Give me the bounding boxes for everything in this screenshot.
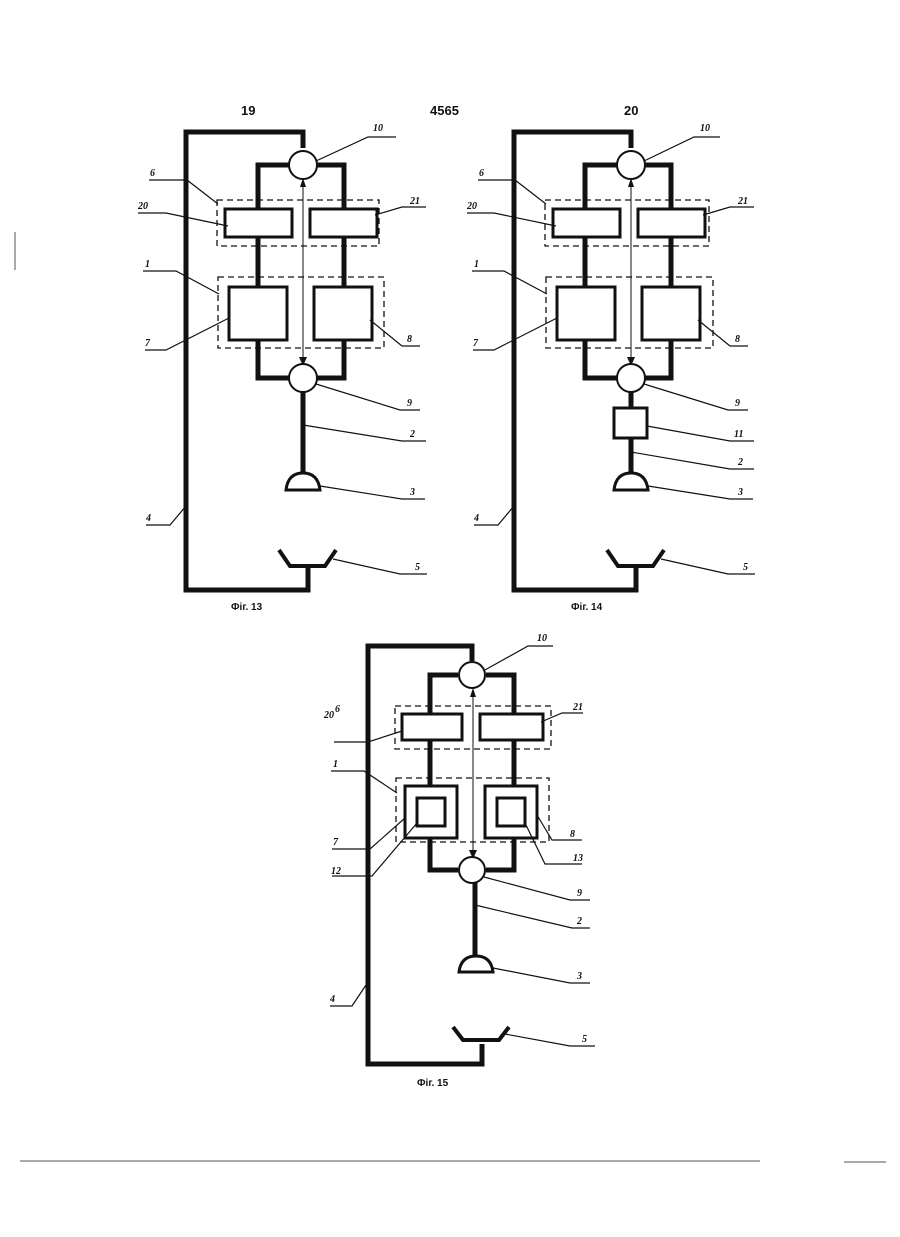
fig14-label-4: 4 (473, 513, 479, 524)
fig14-caption: Фіг. 14 (571, 602, 603, 613)
fig15-label-6: 6 (335, 704, 340, 715)
node-9 (289, 364, 317, 392)
fig15-label-10: 10 (537, 633, 547, 644)
fig15-caption: Фіг. 15 (417, 1078, 449, 1089)
branch-9-right (486, 838, 514, 870)
fig14-label-6: 6 (479, 168, 484, 179)
branch-10-right (317, 165, 344, 209)
fig13-label-1: 1 (145, 259, 150, 270)
fig14-label-20: 20 (466, 201, 477, 212)
block-20 (402, 714, 462, 740)
branch-9-left (585, 340, 617, 378)
fig14-leaders (467, 137, 755, 574)
branch-10-right (486, 675, 514, 714)
node-10 (617, 151, 645, 179)
fig15-label-1: 1 (333, 759, 338, 770)
element-5-mouth (607, 550, 664, 566)
fig14-label-21: 21 (737, 196, 748, 207)
fig14-label-9: 9 (735, 398, 740, 409)
feedback-line-4 (368, 646, 482, 1064)
element-3-dome (614, 473, 648, 490)
fig14-label-8: 8 (735, 334, 740, 345)
fig15-label-9: 9 (577, 888, 582, 899)
node-10 (289, 151, 317, 179)
fig13-label-5: 5 (415, 562, 420, 573)
fig13-label-3: 3 (409, 487, 415, 498)
branch-9-right (645, 340, 671, 378)
fig14-label-10: 10 (700, 123, 710, 134)
fig13-label-21: 21 (409, 196, 420, 207)
node-9 (617, 364, 645, 392)
element-3-dome (459, 956, 493, 972)
feedback-line-4 (514, 132, 636, 590)
figure-15: 10 6 20 21 1 7 12 8 13 9 2 3 4 5 Фіг. 15 (323, 633, 595, 1089)
fig15-label-3: 3 (576, 971, 582, 982)
block-8 (642, 287, 700, 340)
block-21 (310, 209, 377, 237)
fig14-label-11: 11 (734, 429, 743, 440)
fig13-label-2: 2 (409, 429, 415, 440)
fig15-label-13: 13 (573, 853, 583, 864)
block-8 (314, 287, 372, 340)
fig15-label-4: 4 (329, 994, 335, 1005)
figure-14: 10 6 20 21 1 7 8 9 11 2 3 4 5 Фіг. 14 (466, 123, 755, 613)
branch-10-left (585, 165, 617, 209)
element-5-mouth (453, 1027, 509, 1040)
figure-13: 10 6 20 21 1 7 8 9 2 3 4 5 Фіг. 13 (137, 123, 427, 613)
block-11 (614, 408, 647, 438)
fig14-label-1: 1 (474, 259, 479, 270)
block-20 (553, 209, 620, 237)
fig15-label-12: 12 (331, 866, 341, 877)
fig14-label-7: 7 (473, 338, 479, 349)
fig13-label-10: 10 (373, 123, 383, 134)
fig15-label-7: 7 (333, 837, 339, 848)
fig15-label-8: 8 (570, 829, 575, 840)
branch-10-left (430, 675, 458, 714)
fig15-label-2: 2 (576, 916, 582, 927)
block-7 (557, 287, 615, 340)
fig13-label-9: 9 (407, 398, 412, 409)
block-21 (480, 714, 543, 740)
fig15-label-20: 20 (323, 710, 334, 721)
node-9 (459, 857, 485, 883)
fig13-label-20: 20 (137, 201, 148, 212)
fig14-label-3: 3 (737, 487, 743, 498)
feedback-line-4 (186, 132, 308, 590)
fig15-label-5: 5 (582, 1034, 587, 1045)
branch-9-left (430, 838, 458, 870)
fig13-label-7: 7 (145, 338, 151, 349)
element-5-mouth (279, 550, 336, 566)
branch-10-right (645, 165, 671, 209)
block-12 (417, 798, 445, 826)
fig14-label-5: 5 (743, 562, 748, 573)
branch-9-left (258, 340, 289, 378)
fig13-label-6: 6 (150, 168, 155, 179)
block-7 (229, 287, 287, 340)
fig13-label-4: 4 (145, 513, 151, 524)
block-20 (225, 209, 292, 237)
block-21 (638, 209, 705, 237)
branch-9-right (317, 340, 344, 378)
arrow-head-top (470, 688, 476, 697)
fig15-label-21: 21 (572, 702, 583, 713)
block-13 (497, 798, 525, 826)
branch-10-left (258, 165, 289, 209)
fig13-caption: Фіг. 13 (231, 602, 263, 613)
node-10 (459, 662, 485, 688)
element-3-dome (286, 473, 320, 490)
fig13-label-8: 8 (407, 334, 412, 345)
fig13-leaders (138, 137, 427, 574)
fig14-label-2: 2 (737, 457, 743, 468)
